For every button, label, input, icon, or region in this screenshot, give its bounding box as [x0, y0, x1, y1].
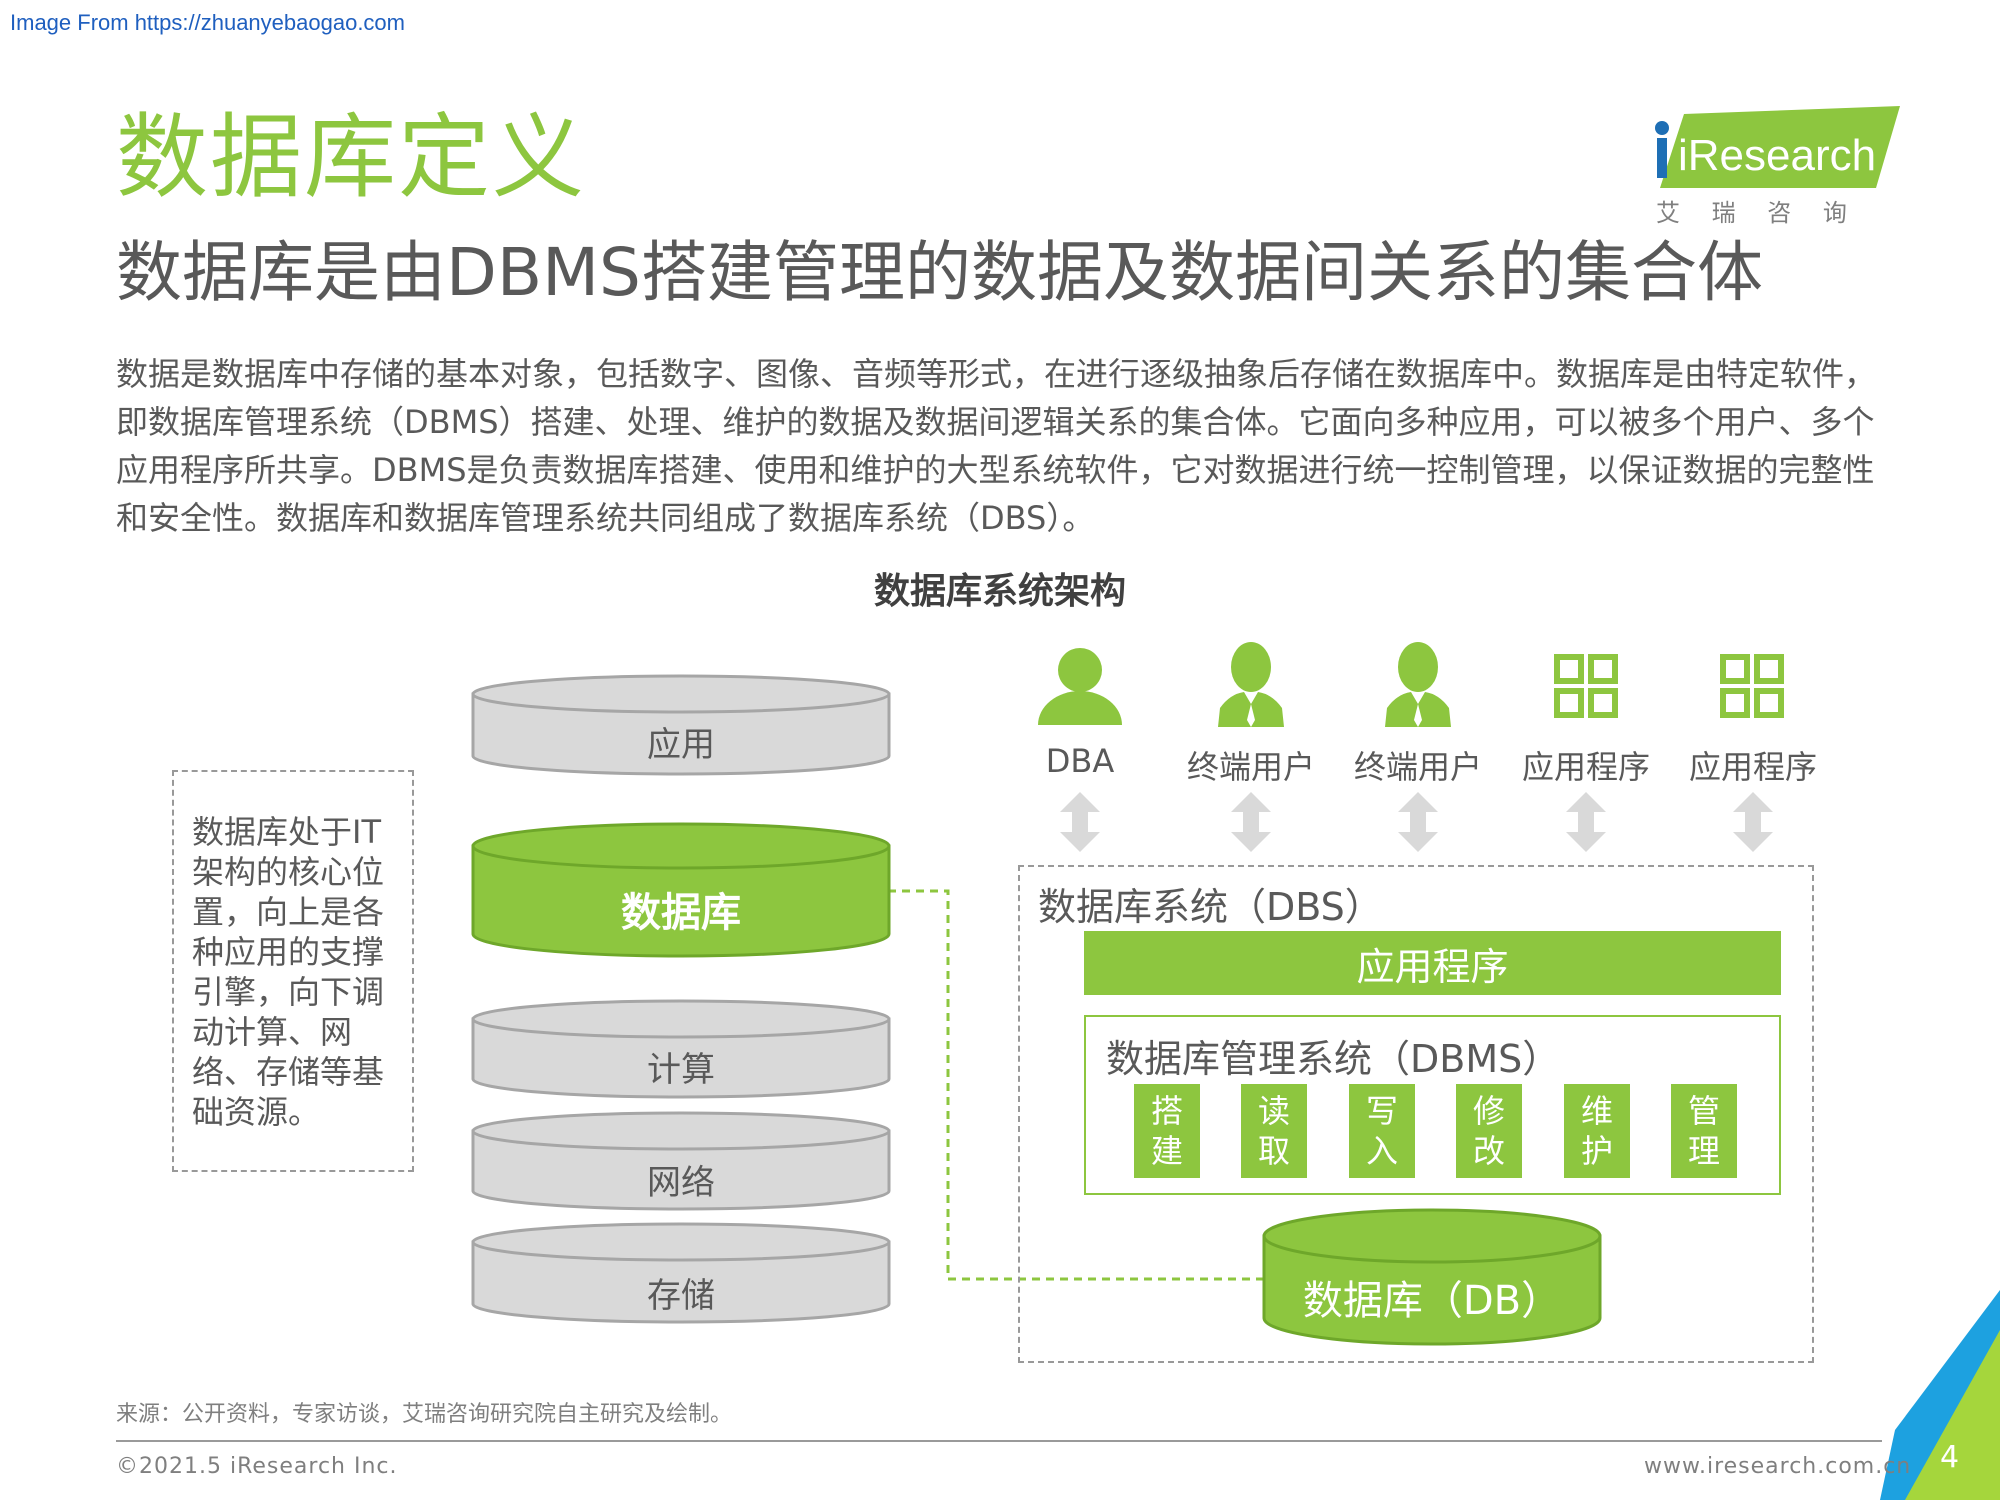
logo-brand-text: iResearch — [1678, 131, 1876, 180]
cylinder-database-label: 数据库 — [621, 890, 741, 936]
op-write: 写入 — [1349, 1084, 1415, 1178]
dbms-box — [1084, 1015, 1781, 1195]
op-maintain-label: 维护 — [1580, 1092, 1613, 1170]
cylinder-network — [471, 1111, 891, 1211]
corner-decoration-green — [1905, 1330, 2000, 1500]
person-icon — [1038, 648, 1122, 725]
dbs-box — [1018, 865, 1814, 1363]
double-arrow-icon — [1733, 792, 1773, 852]
dbs-label: 数据库系统（DBS） — [1038, 885, 1383, 929]
app-program-bar: 应用程序 — [1084, 931, 1781, 995]
op-build-label: 搭建 — [1150, 1092, 1183, 1170]
diagram-title: 数据库系统架构 — [873, 571, 1126, 612]
page-subtitle: 数据库是由DBMS搭建管理的数据及数据间关系的集合体 — [116, 234, 1763, 311]
connector-line — [888, 889, 1264, 1281]
user-tie-icon — [1218, 642, 1284, 727]
cylinder-storage — [471, 1222, 891, 1324]
double-arrow-icon — [1566, 792, 1606, 852]
op-modify-label: 修改 — [1472, 1092, 1505, 1170]
cylinder-db — [1262, 1208, 1602, 1346]
page-number: 4 — [1940, 1440, 1960, 1475]
op-manage-label: 管理 — [1687, 1092, 1720, 1170]
grid-app-icon — [1720, 654, 1784, 718]
op-modify: 修改 — [1456, 1084, 1522, 1178]
user-label-terminal-2: 终端用户 — [1353, 748, 1482, 786]
cylinder-app-label: 应用 — [647, 725, 715, 765]
grid-app-icon — [1554, 654, 1618, 718]
op-read-label: 读取 — [1257, 1092, 1290, 1170]
left-note-text: 数据库处于IT架构的核心位置，向上是各种应用的支撑引擎，向下调动计算、网络、存储… — [192, 813, 385, 1131]
op-read: 读取 — [1241, 1084, 1307, 1178]
user-label-app-2: 应用程序 — [1688, 748, 1817, 786]
dbms-label: 数据库管理系统（DBMS） — [1106, 1037, 1561, 1081]
cylinder-storage-label: 存储 — [647, 1276, 715, 1316]
user-label-terminal-1: 终端用户 — [1186, 748, 1315, 786]
cylinder-app — [471, 674, 891, 776]
op-maintain: 维护 — [1564, 1084, 1630, 1178]
cylinder-compute — [471, 999, 891, 1099]
iresearch-logo: iResearch 艾 瑞 咨 询 — [1655, 106, 1900, 227]
user-tie-icon — [1385, 642, 1451, 727]
footer-divider — [116, 1440, 1882, 1442]
op-build: 搭建 — [1134, 1084, 1200, 1178]
double-arrow-icon — [1060, 792, 1100, 852]
app-program-label: 应用程序 — [1356, 944, 1509, 989]
op-manage: 管理 — [1671, 1084, 1737, 1178]
cylinder-network-label: 网络 — [647, 1163, 715, 1203]
footer-copyright: ©2021.5 iResearch Inc. — [116, 1454, 398, 1479]
user-label-dba: DBA — [1045, 742, 1115, 780]
intro-paragraph: 数据是数据库中存储的基本对象，包括数字、图像、音频等形式，在进行逐级抽象后存储在… — [116, 355, 1877, 537]
db-label: 数据库（DB） — [1302, 1278, 1562, 1324]
double-arrow-icon — [1398, 792, 1438, 852]
source-note: 来源：公开资料，专家访谈，艾瑞咨询研究院自主研究及绘制。 — [116, 1402, 733, 1427]
user-label-app-1: 应用程序 — [1521, 748, 1650, 786]
logo-cn-text: 艾 瑞 咨 询 — [1656, 199, 1859, 227]
double-arrow-icon — [1231, 792, 1271, 852]
watermark-text: Image From https://zhuanyebaogao.com — [10, 10, 405, 35]
left-note-box: 数据库处于IT架构的核心位置，向上是各种应用的支撑引擎，向下调动计算、网络、存储… — [172, 770, 414, 1172]
footer-website: www.iresearch.com.cn — [1644, 1454, 1912, 1479]
op-write-label: 写入 — [1365, 1092, 1398, 1170]
cylinder-compute-label: 计算 — [647, 1050, 715, 1090]
page-title: 数据库定义 — [116, 104, 587, 211]
cylinder-database — [471, 822, 891, 958]
